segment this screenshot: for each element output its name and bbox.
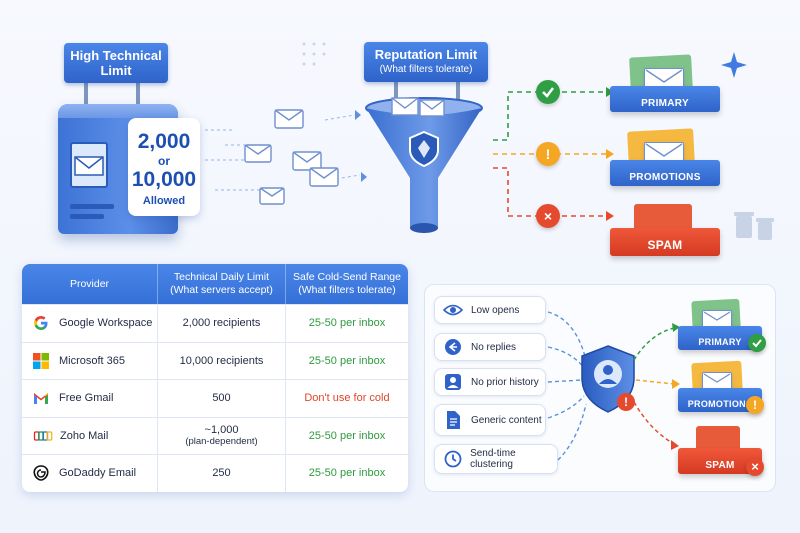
small-tray-primary: PRIMARY — [678, 298, 766, 352]
signal-label: Generic content — [471, 414, 542, 426]
safe-range: 25-50 per inbox — [308, 429, 386, 442]
technical-limit: 10,000 recipients — [179, 354, 264, 367]
safe-range: 25-50 per inbox — [308, 354, 386, 367]
header-technical-limit: Technical Daily Limit (What servers acce… — [158, 264, 286, 304]
flying-envelopes — [205, 109, 367, 205]
error-icon: × — [536, 204, 560, 228]
clock-icon — [443, 449, 462, 469]
table-row: Free Gmail 500 Don't use for cold — [22, 379, 408, 417]
provider-name: Free Gmail — [59, 392, 114, 405]
rep-sign-pole-right — [456, 82, 460, 102]
check-icon — [536, 80, 560, 104]
trash-icon — [734, 212, 774, 240]
signal-arrows — [547, 311, 587, 461]
sparkle-icon — [721, 52, 747, 78]
zoho-logo — [33, 431, 53, 441]
safe-range: 25-50 per inbox — [308, 317, 386, 330]
godaddy-logo — [33, 465, 49, 482]
microsoft-logo — [33, 352, 49, 369]
reply-icon — [443, 337, 463, 357]
small-tray-spam: SPAM × — [678, 424, 764, 476]
table-row: Google Workspace 2,000 recipients 25-50 … — [22, 304, 408, 342]
provider-name: Microsoft 365 — [59, 354, 126, 367]
svg-text:!: ! — [624, 395, 628, 409]
warning-icon: ! — [536, 142, 560, 166]
provider-name: GoDaddy Email — [59, 467, 137, 480]
table-row: Microsoft 365 10,000 recipients 25-50 pe… — [22, 341, 408, 379]
tray-label-primary: PRIMARY — [641, 98, 689, 109]
small-tray-label-spam: SPAM — [705, 460, 735, 471]
signal-no-replies: No replies — [434, 333, 546, 361]
shield-icon: ! — [581, 345, 635, 413]
warning-icon: ! — [746, 396, 764, 414]
technical-limit: 500 — [212, 392, 231, 405]
limit-or: or — [158, 154, 170, 168]
tray-promotions: PROMOTIONS — [610, 128, 720, 186]
header-provider: Provider — [22, 264, 158, 304]
check-icon — [748, 334, 766, 352]
technical-limit: 250 — [212, 467, 231, 480]
provider-name: Google Workspace — [59, 317, 153, 330]
gmail-logo — [34, 393, 48, 405]
reputation-sign: Reputation Limit (What filters tolerate) — [364, 42, 488, 82]
tray-label-spam: SPAM — [647, 238, 683, 252]
small-tray-label-primary: PRIMARY — [698, 337, 742, 347]
rep-sign-pole-left — [394, 82, 398, 102]
small-tray-promotions: PROMOTIONS ! — [678, 360, 764, 414]
table-row: Zoho Mail ~1,000 (plan-dependent) 25-50 … — [22, 416, 408, 454]
header-safe-range: Safe Cold-Send Range (What filters toler… — [293, 271, 401, 296]
server-screen — [70, 142, 108, 188]
eye-icon — [443, 300, 463, 320]
technical-limit: ~1,000 — [204, 423, 239, 436]
signal-label: No replies — [471, 341, 517, 353]
small-tray-label-promotions: PROMOTIONS — [687, 399, 753, 409]
table-row: GoDaddy Email 250 25-50 per inbox — [22, 454, 408, 492]
signal-label: No prior history — [471, 376, 539, 388]
technical-limit: 2,000 recipients — [182, 317, 261, 330]
safe-range: 25-50 per inbox — [308, 467, 386, 480]
reputation-subtitle: (What filters tolerate) — [379, 64, 473, 75]
google-logo — [34, 316, 48, 331]
sign-pole-right — [136, 82, 140, 104]
tray-label-promotions: PROMOTIONS — [629, 172, 701, 183]
reputation-title: Reputation Limit — [374, 47, 478, 62]
limit-value-1: 2,000 — [137, 130, 191, 153]
signal-send-time: Send-time clustering — [434, 444, 558, 474]
provider-table: Provider Technical Daily Limit (What ser… — [22, 264, 408, 492]
limit-card: 2,000 or 10,000 Allowed — [128, 118, 200, 216]
document-icon — [443, 410, 463, 430]
tray-primary: PRIMARY — [610, 54, 720, 112]
provider-name: Zoho Mail — [60, 429, 109, 442]
safe-range: Don't use for cold — [304, 392, 390, 405]
technical-limit-sign: High Technical Limit — [64, 43, 168, 83]
shield-arrows — [633, 323, 680, 450]
signal-no-history: No prior history — [434, 368, 546, 396]
tray-spam: SPAM — [610, 200, 720, 256]
reputation-funnel — [365, 97, 483, 233]
technical-limit-note: (plan-dependent) — [185, 435, 258, 447]
signal-generic-content: Generic content — [434, 404, 546, 436]
signal-label: Send-time clustering — [470, 448, 516, 470]
sign-pole-left — [84, 82, 88, 104]
signal-low-opens: Low opens — [434, 296, 546, 324]
limit-value-2: 10,000 — [131, 168, 197, 191]
table-header: Provider Technical Daily Limit (What ser… — [22, 264, 408, 304]
person-icon — [443, 372, 463, 392]
error-icon: × — [746, 458, 764, 476]
limit-allowed: Allowed — [142, 195, 186, 207]
signal-label: Low opens — [471, 304, 520, 316]
decorative-dots — [302, 42, 326, 66]
